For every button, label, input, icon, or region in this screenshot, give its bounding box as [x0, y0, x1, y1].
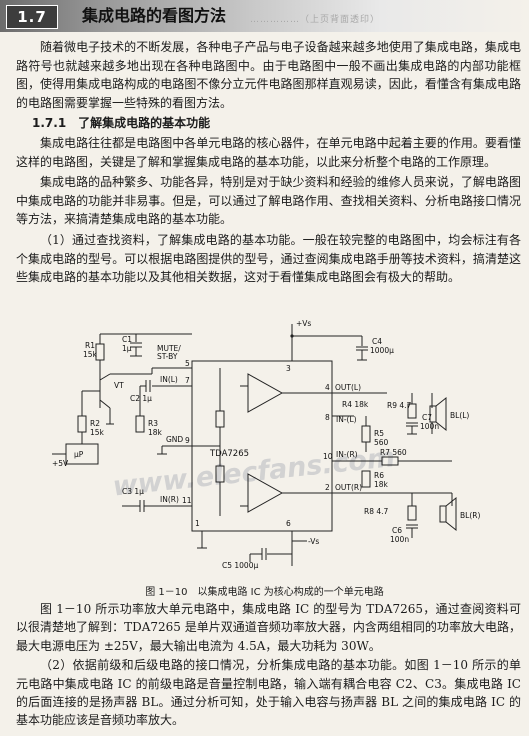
c4-value: 1000μ — [370, 346, 394, 355]
c7-label: C7 — [422, 413, 432, 422]
plus5v-label: +5V — [52, 459, 69, 468]
internal-resistor — [215, 410, 225, 428]
pin-4: 4 — [325, 383, 330, 392]
pin-1: 1 — [195, 519, 200, 528]
pin-9: 9 — [185, 436, 190, 445]
section-header: 1.7 集成电路的看图方法 ……………（上页背面透印） — [0, 0, 529, 32]
r1-resistor — [95, 343, 105, 361]
paragraph: 集成电路的品种繁多、功能各异，特别是对于缺少资料和经验的维修人员来说，了解电路图… — [16, 175, 521, 227]
paragraph: 集成电路往往都是电路图中各单元电路的核心器件，在单元电路中起着主要的作用。要看懂… — [16, 135, 521, 169]
ic-label: TDA7265 — [209, 449, 249, 459]
amplifier-left — [247, 373, 284, 413]
c2-label: C2 1μ — [130, 394, 152, 403]
pin-10: 10 — [323, 452, 333, 461]
section-title: 集成电路的看图方法 — [82, 6, 227, 25]
in-r-label: IN(R) — [160, 495, 179, 504]
r6-resistor — [361, 470, 371, 488]
pin-11: 11 — [182, 496, 192, 505]
r4-label: R4 18k — [342, 400, 369, 409]
paragraph: （2）依据前级和后级电路的接口情况，分析集成电路的基本功能。如图 1－10 所示… — [16, 658, 521, 728]
pin-2: 2 — [325, 483, 330, 492]
circuit-diagram: www.elecfans.com TDA7265 +Vs C4 1000μ 3 … — [52, 316, 527, 578]
subsection-title: 1.7.1 了解集成电路的基本功能 — [32, 116, 211, 131]
pin-5: 5 — [185, 359, 190, 368]
c4-label: C4 — [372, 337, 382, 346]
r5-value: 560 — [374, 438, 389, 447]
figure-caption: 图 1－10 以集成电路 IC 为核心构成的一个单元电路 — [145, 587, 384, 598]
vt-label: VT — [114, 381, 124, 390]
bl-l-label: BL(L) — [450, 411, 469, 420]
paragraph: 随着微电子技术的不断发展，各种电子产品与电子设备越来越多地使用了集成电路，集成电… — [16, 40, 521, 110]
c1-value: 1μ — [122, 344, 132, 353]
up-label: μP — [74, 450, 84, 459]
r8-label: R8 4.7 — [364, 507, 389, 516]
paragraph: （1）通过查找资料，了解集成电路的基本功能。一般在较完整的电路图中，均会标注有各… — [16, 232, 521, 285]
gnd-label: GND — [166, 435, 183, 444]
r6-value: 18k — [374, 480, 389, 489]
r2-label: R2 — [90, 419, 100, 428]
mute-label: MUTE/ — [157, 344, 181, 353]
speaker-right — [439, 505, 447, 523]
c3-label: C3 1μ — [122, 487, 144, 496]
paragraph: 图 1－10 所示功率放大单元电路中，集成电路 IC 的型号为 TDA7265，… — [16, 602, 521, 653]
stby-label: ST-BY — [157, 352, 178, 361]
main-text: 随着微电子技术的不断发展，各种电子产品与电子设备越来越多地使用了集成电路，集成电… — [16, 38, 521, 289]
r3-resistor — [135, 415, 145, 433]
circuit-svg: www.elecfans.com TDA7265 +Vs C4 1000μ 3 … — [52, 319, 480, 570]
in-minus-l-label: IN-(L) — [336, 415, 357, 424]
vs-minus-label: -Vs — [308, 537, 319, 546]
in-minus-r-label: IN-(R) — [336, 450, 358, 459]
pin-3: 3 — [286, 364, 291, 373]
c6-value: 100n — [390, 535, 409, 544]
r5-resistor — [361, 425, 371, 443]
r2-value: 15k — [90, 428, 105, 437]
main-text-bottom: 图 1－10 所示功率放大单元电路中，集成电路 IC 的型号为 TDA7265，… — [16, 600, 521, 731]
r6-label: R6 — [374, 471, 384, 480]
pin-7: 7 — [185, 376, 190, 385]
r9-label: R9 4.7 — [387, 401, 412, 410]
r8-resistor — [407, 505, 417, 521]
c1-label: C1 — [122, 335, 132, 344]
section-number: 1.7 — [6, 5, 58, 29]
vs-plus-label: +Vs — [296, 319, 311, 328]
r9-resistor — [407, 403, 417, 419]
in-l-label: IN(L) — [160, 375, 178, 384]
r7-label: R7 560 — [380, 448, 407, 457]
bl-r-label: BL(R) — [460, 511, 480, 520]
pin-6: 6 — [286, 519, 291, 528]
r2-resistor — [77, 415, 87, 433]
r5-label: R5 — [374, 429, 384, 438]
show-through-text: ……………（上页背面透印） — [250, 15, 381, 25]
r3-value: 18k — [148, 428, 163, 437]
c7-value: 100n — [420, 422, 439, 431]
out-r-label: OUT(R) — [335, 483, 362, 492]
c6-label: C6 — [392, 526, 402, 535]
pin-8: 8 — [325, 413, 330, 422]
c5-label: C5 1000μ — [222, 561, 258, 570]
r1-label: R1 — [85, 341, 95, 350]
r1-value: 15k — [83, 350, 98, 359]
out-l-label: OUT(L) — [335, 383, 361, 392]
amplifier-right — [247, 473, 284, 513]
r3-label: R3 — [148, 419, 158, 428]
